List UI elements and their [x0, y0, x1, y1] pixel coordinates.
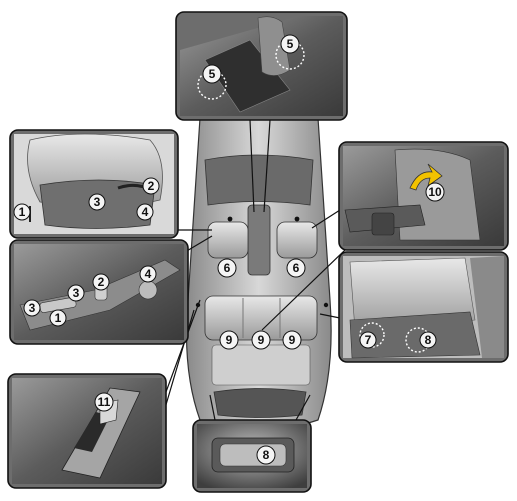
svg-text:4: 4 — [142, 205, 149, 219]
callout-6-right: 6 — [286, 258, 306, 278]
callout-switch-2: 2 — [92, 273, 110, 291]
callout-switch-3b: 3 — [67, 284, 85, 302]
svg-text:6: 6 — [224, 261, 231, 275]
callout-rear-7: 7 — [359, 331, 377, 349]
svg-text:3: 3 — [94, 195, 101, 209]
callout-seat-4: 4 — [136, 203, 154, 221]
svg-text:2: 2 — [148, 179, 155, 193]
svg-text:9: 9 — [258, 333, 265, 347]
panel-window-switch: 11 — [7, 373, 167, 489]
svg-text:11: 11 — [98, 395, 111, 409]
car-top-view: 6 6 9 9 9 — [185, 107, 332, 431]
callout-seat-1: 1 — [13, 203, 31, 221]
callout-seat-3: 3 — [88, 193, 106, 211]
svg-text:3: 3 — [73, 286, 80, 300]
svg-text:1: 1 — [55, 311, 62, 325]
panel-trunk-handle: 8 — [192, 419, 312, 493]
svg-text:8: 8 — [425, 333, 432, 347]
callout-window-11: 11 — [94, 392, 114, 412]
callout-trunk-8: 8 — [256, 445, 276, 465]
svg-text:9: 9 — [226, 333, 233, 347]
callout-switch-3a: 3 — [23, 299, 41, 317]
panel-shift-console: 5 5 — [175, 11, 348, 121]
callout-9-center: 9 — [251, 330, 271, 350]
panel-power-seat-switches: 1 2 3 3 4 — [9, 239, 189, 345]
svg-text:2: 2 — [98, 275, 105, 289]
callout-seat-2: 2 — [142, 177, 160, 195]
panel-seat-levers: 1 2 3 4 — [9, 129, 179, 239]
front-right-seat — [276, 221, 318, 259]
callout-switch-4: 4 — [139, 265, 157, 283]
panel-rear-seat: 7 8 — [338, 251, 509, 363]
front-left-seat — [207, 221, 249, 259]
svg-text:3: 3 — [29, 301, 36, 315]
svg-text:8: 8 — [263, 448, 270, 462]
callout-6-left: 6 — [217, 258, 237, 278]
fold-arrow-icon — [409, 163, 443, 191]
svg-text:5: 5 — [209, 67, 216, 81]
callout-rear-8: 8 — [419, 331, 437, 349]
svg-text:4: 4 — [145, 267, 152, 281]
svg-text:1: 1 — [19, 205, 26, 219]
callout-9-right: 9 — [282, 330, 302, 350]
svg-text:10: 10 — [428, 185, 442, 199]
callout-5-upper: 5 — [280, 34, 300, 54]
callout-9-left: 9 — [219, 330, 239, 350]
callout-armrest-10: 10 — [425, 182, 445, 202]
panel-armrest: 10 — [338, 141, 509, 251]
svg-text:9: 9 — [289, 333, 296, 347]
svg-text:5: 5 — [287, 37, 294, 51]
svg-text:6: 6 — [293, 261, 300, 275]
callout-switch-1: 1 — [49, 309, 67, 327]
callout-5-lower: 5 — [202, 64, 222, 84]
svg-text:7: 7 — [365, 333, 372, 347]
